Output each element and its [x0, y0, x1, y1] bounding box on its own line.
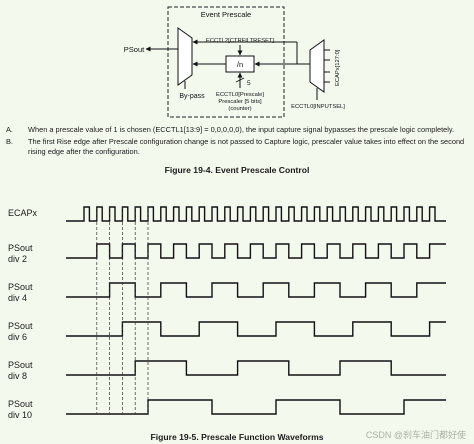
- waveform-trace: [66, 321, 446, 337]
- watermark: CSDN @刹车油门都好使: [365, 430, 466, 440]
- inputsel-label: ECCTL0[INPUTSEL]: [291, 104, 345, 110]
- waveform-label-line1: PSout: [8, 399, 33, 409]
- waveform-trace: [66, 360, 446, 376]
- waveform-label-line1: PSout: [8, 282, 33, 292]
- waveform-label-line2: div 4: [8, 293, 28, 303]
- waveform-label-line2: div 2: [8, 254, 28, 264]
- waveform-label-line2: div 8: [8, 371, 28, 381]
- note-b: B. The first Rise edge after Prescale con…: [6, 137, 470, 157]
- waveform-trace: [66, 243, 446, 259]
- input-select-mux: [309, 39, 325, 93]
- psout-label: PSout: [124, 45, 145, 54]
- bus-width-label: 5: [247, 80, 251, 87]
- waveform-label-div10: PSout div 10: [8, 399, 62, 421]
- ctrfiltreset-label: ECCTL2[CTRFILTRESET]: [206, 38, 275, 44]
- note-a-text: When a prescale value of 1 is chosen (EC…: [28, 125, 455, 134]
- waveform-label-line1: ECAPx: [8, 208, 38, 218]
- note-b-label: B.: [6, 137, 13, 146]
- waveform-label-line1: PSout: [8, 321, 33, 331]
- waveform-label-line2: div 10: [8, 410, 33, 420]
- waveform-label-line2: div 6: [8, 332, 28, 342]
- event-prescale-title: Event Prescale: [201, 10, 251, 19]
- waveform-label-div8: PSout div 8: [8, 360, 62, 382]
- bypass-label: By-pass: [179, 93, 205, 100]
- prescaler-counter-label: (counter): [228, 106, 251, 112]
- ecap-input-label: ECAPx[127:0]: [335, 49, 341, 86]
- waveform-label-ecapx: ECAPx: [8, 208, 62, 219]
- waveform-trace: [66, 282, 446, 298]
- note-a: A. When a prescale value of 1 is chosen (…: [6, 125, 470, 135]
- waveform-trace: [66, 206, 446, 222]
- figure-19-5-title: Figure 19-5. Prescale Function Waveforms: [150, 432, 324, 442]
- bypass-mux: [177, 27, 193, 86]
- waveform-label-div2: PSout div 2: [8, 243, 62, 265]
- figure-19-4-title: Figure 19-4. Event Prescale Control: [164, 165, 310, 175]
- waveform-label-line1: PSout: [8, 243, 33, 253]
- note-a-label: A.: [6, 125, 13, 134]
- waveform-trace: [66, 399, 446, 415]
- waveform-label-div6: PSout div 6: [8, 321, 62, 343]
- note-b-text: The first Rise edge after Prescale confi…: [28, 137, 465, 146]
- waveform-label-div4: PSout div 4: [8, 282, 62, 304]
- note-b-continuation: rising edge after the configuration.: [28, 147, 140, 156]
- divider-label: /n: [237, 60, 243, 69]
- waveform-label-line1: PSout: [8, 360, 33, 370]
- prescaler-bits-label: Prescaler [5 bits]: [218, 99, 262, 105]
- event-prescale-block-diagram: Event Prescale PSout By-pass ECCTL2[CTRF…: [124, 6, 345, 118]
- prescale-reg-label: ECCTL0[Prescale]: [216, 92, 264, 98]
- prescale-dashed-box: [167, 6, 285, 118]
